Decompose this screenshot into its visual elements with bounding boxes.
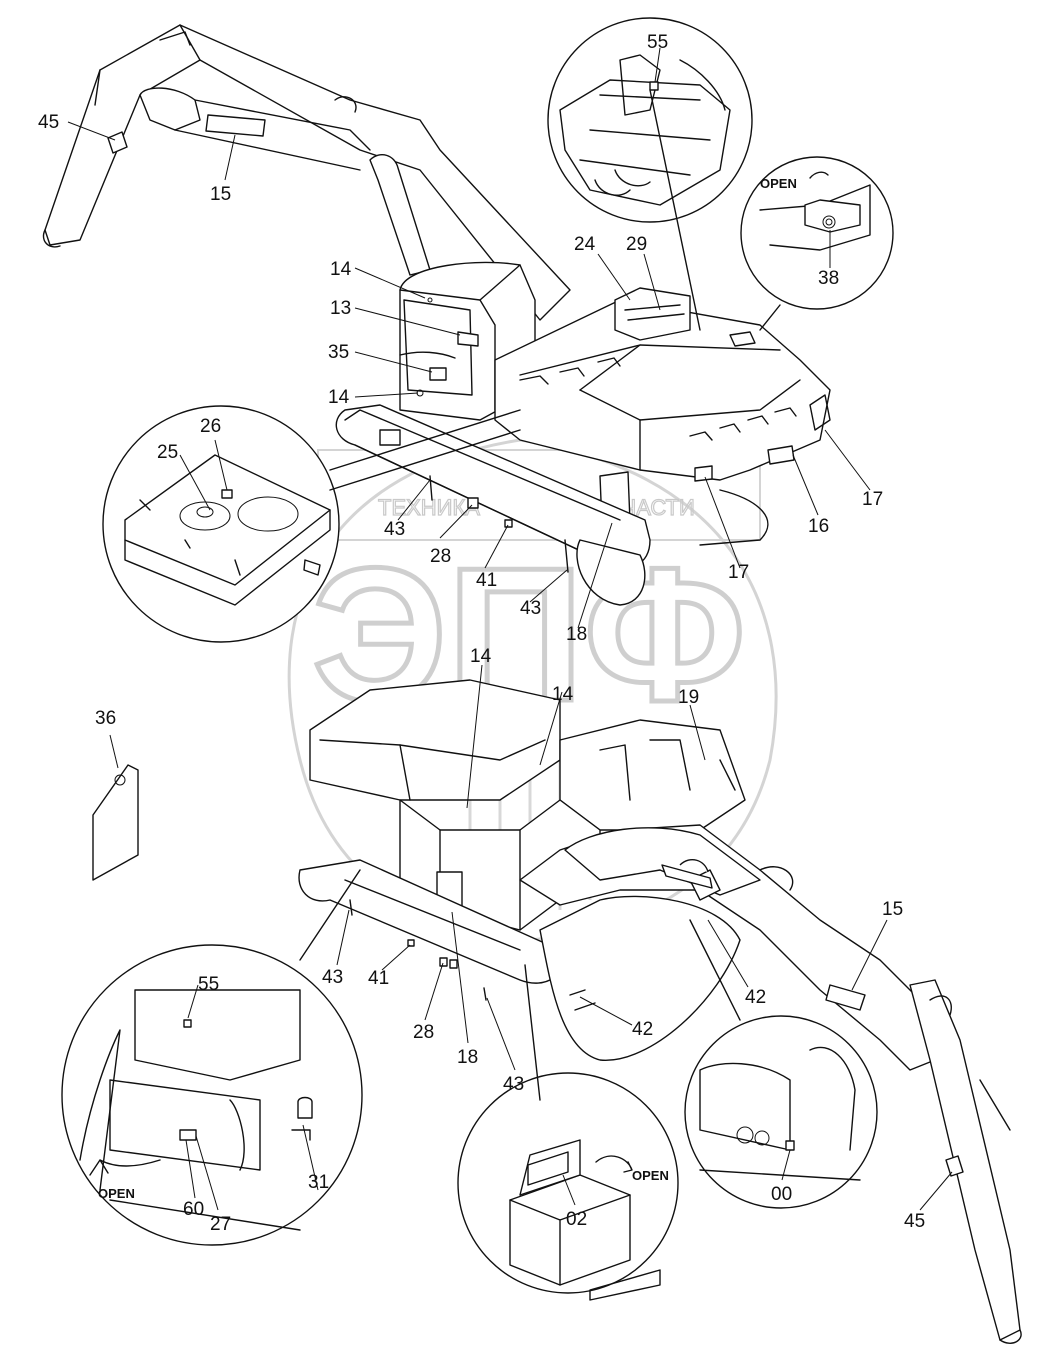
callout-25: 25 [157,442,178,463]
detail-engine [547,17,753,331]
callout-31: 31 [308,1172,329,1193]
callout-24: 24 [574,234,596,255]
top-excavator-undercarriage [335,404,769,606]
callout-14: 14 [470,646,492,667]
top-excavator-boom [42,24,571,321]
callout-14: 14 [330,259,352,280]
callout-17: 17 [728,562,749,583]
callout-26: 26 [200,416,221,437]
bottom-excavator [298,679,1022,1344]
callout-29: 29 [626,234,647,255]
detail-hood-catch [740,156,894,331]
callout-38: 38 [818,268,839,289]
callout-41: 41 [476,570,497,591]
callout-28: 28 [430,546,451,567]
callout-45: 45 [904,1211,925,1232]
open-label-top-right: OPEN [760,176,797,191]
callout-17: 17 [862,489,883,510]
callout-35: 35 [328,342,349,363]
callout-43: 43 [384,519,405,540]
leader-lines [67,47,953,1211]
callout-43: 43 [520,598,541,619]
callout-42: 42 [632,1019,653,1040]
callout-55: 55 [647,32,668,53]
callout-02: 02 [566,1209,587,1230]
callout-18: 18 [457,1047,478,1068]
callout-43: 43 [322,967,343,988]
callout-00: 00 [771,1184,792,1205]
detail-toolbox [457,964,679,1301]
callout-60: 60 [183,1199,204,1220]
top-excavator-body [494,287,831,526]
detail-tank-tops [102,405,521,643]
open-label-bottom-middle: OPEN [632,1168,669,1183]
callout-42: 42 [745,987,766,1008]
callout-36: 36 [95,708,116,729]
tag-36 [92,764,139,881]
callout-15: 15 [210,184,231,205]
callouts: 45 15 14 13 35 14 26 25 55 24 29 38 17 1… [38,32,925,1235]
callout-14: 14 [328,387,350,408]
callout-15: 15 [882,899,903,920]
watermark-left-text: ТЕХНИКА [378,495,480,520]
callout-28: 28 [413,1022,434,1043]
callout-55: 55 [198,974,219,995]
callout-13: 13 [330,298,351,319]
callout-16: 16 [808,516,829,537]
callout-45: 45 [38,112,59,133]
detail-frame [684,919,878,1209]
open-label-bottom-left: OPEN [98,1186,135,1201]
callout-19: 19 [678,687,699,708]
callout-14: 14 [552,684,574,705]
detail-compartment [61,869,363,1246]
callout-41: 41 [368,968,389,989]
callout-43: 43 [503,1074,524,1095]
callout-18: 18 [566,624,587,645]
callout-27: 27 [210,1214,231,1235]
